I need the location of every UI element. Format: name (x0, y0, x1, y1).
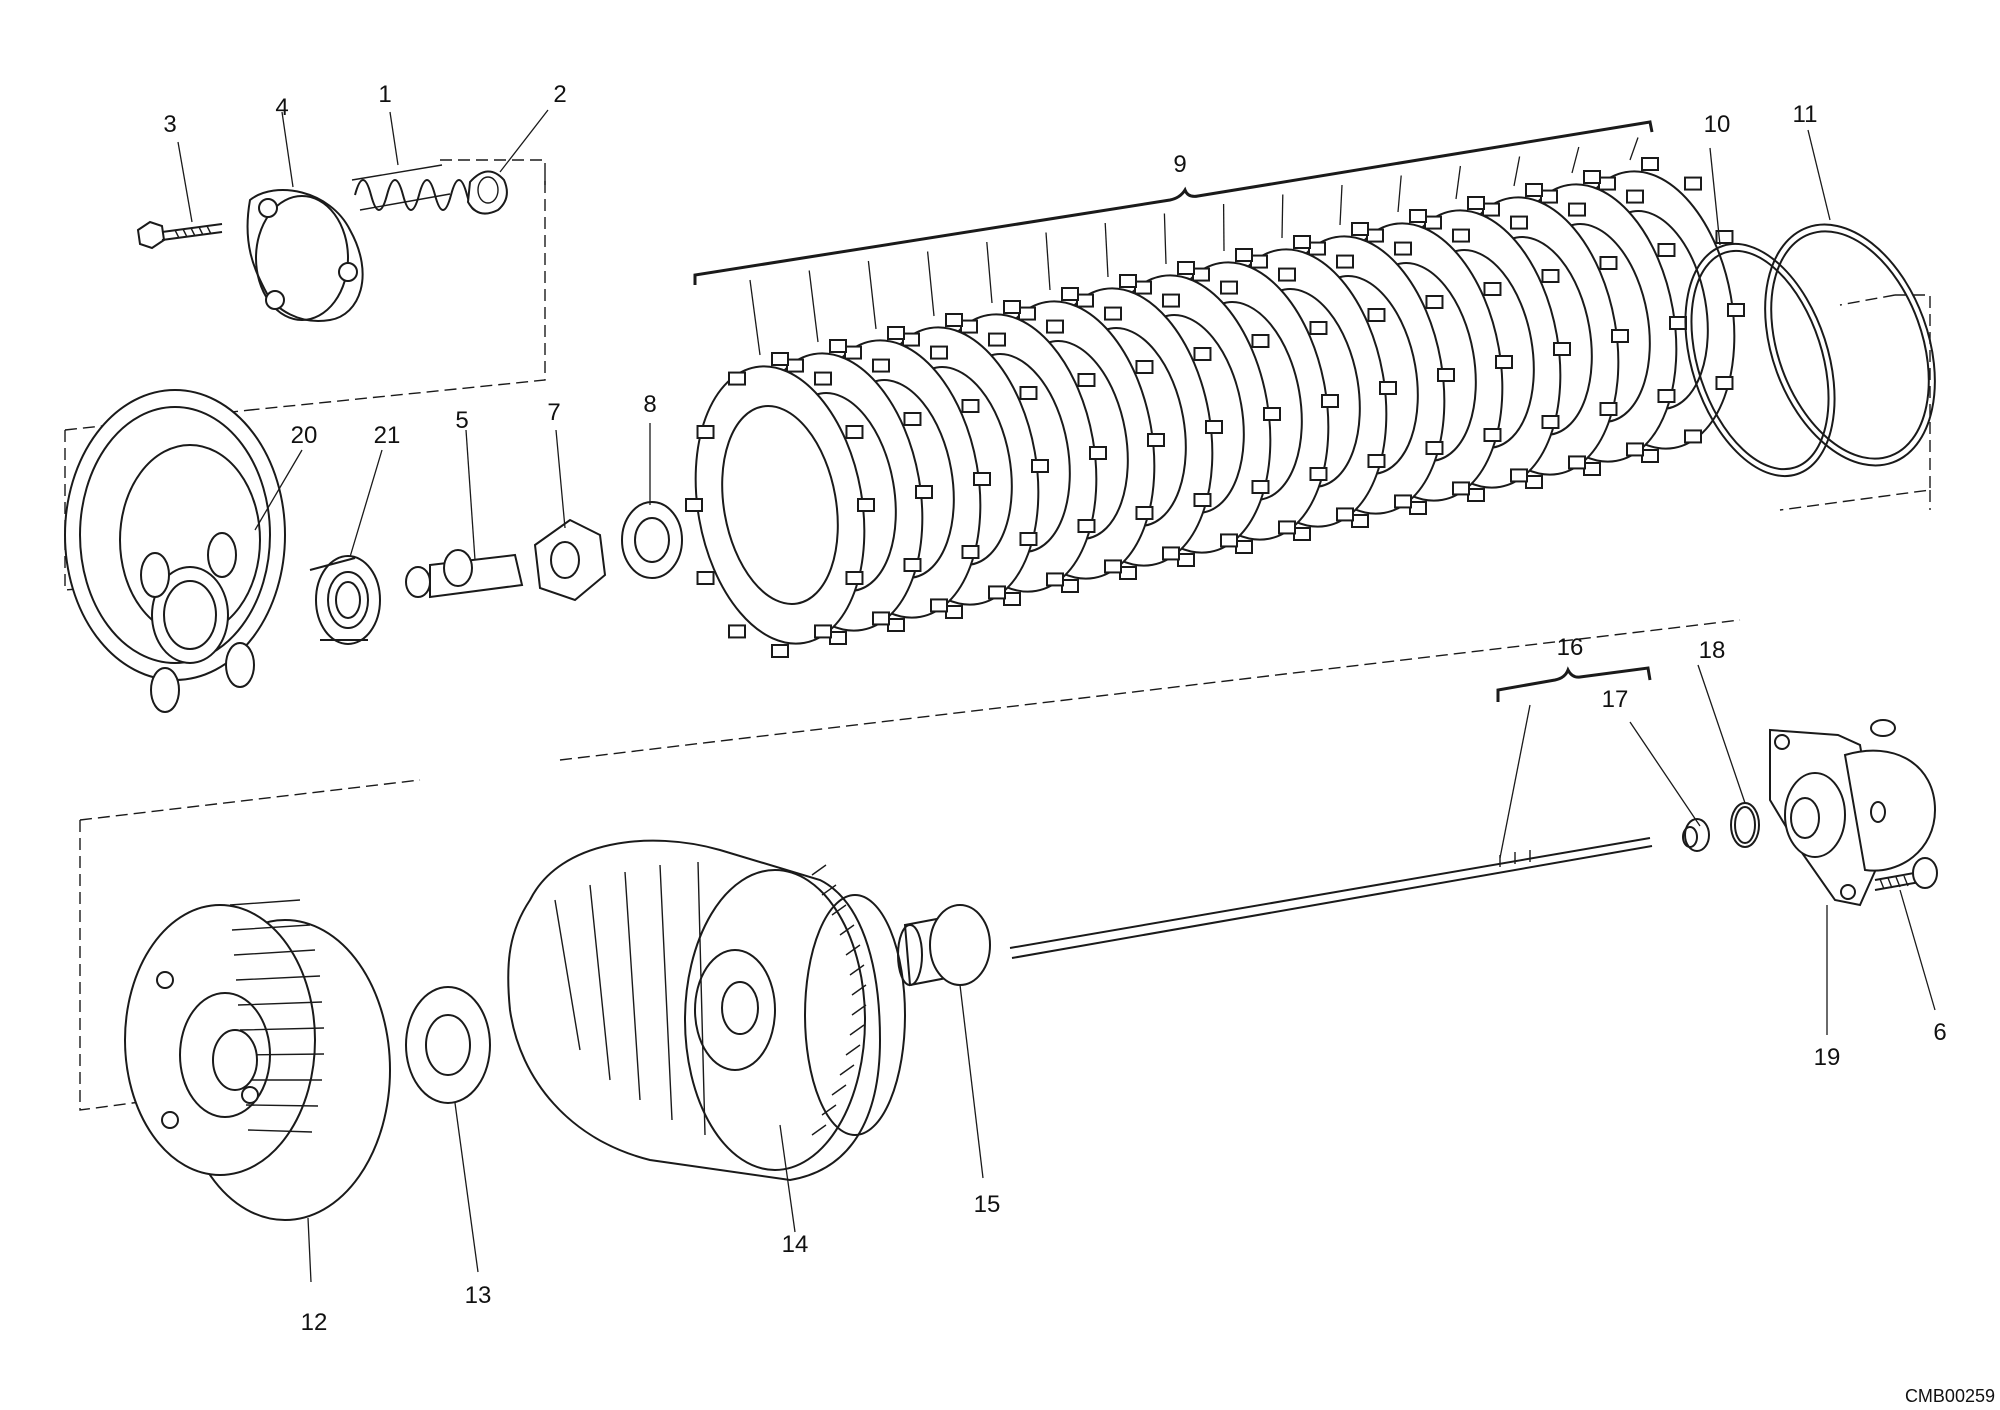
callout-12: 12 (301, 1309, 328, 1336)
callout-labels: 1 2 3 4 5 6 7 8 9 10 11 12 13 14 15 16 1… (163, 81, 1946, 1336)
callout-15: 15 (974, 1191, 1001, 1218)
callout-19: 19 (1814, 1044, 1841, 1071)
callout-3: 3 (163, 111, 176, 138)
seal-17 (1682, 818, 1710, 852)
bushing-15 (897, 904, 991, 987)
pin-5 (405, 549, 524, 599)
plate-leader-line (1104, 222, 1109, 278)
callout-7: 7 (547, 399, 560, 426)
callout-9: 9 (1173, 151, 1186, 178)
plate-leader-line (926, 251, 935, 317)
leader-lines (177, 109, 1936, 1283)
plate-leader-line (749, 279, 761, 356)
callout-2: 2 (553, 81, 566, 108)
nut-7 (533, 518, 607, 602)
slave-cylinder-19 (1769, 719, 1937, 907)
diagram-code: CMB00259 (1905, 1386, 1995, 1406)
plate-leader-line (986, 241, 993, 304)
plate-leader-line (1045, 232, 1051, 291)
plate-leader-line (1571, 146, 1580, 174)
callout-8: 8 (643, 391, 656, 418)
plate-leader-line (867, 260, 877, 330)
clutch-plate-pack-9 (685, 137, 1745, 658)
pressure-plate-20 (64, 389, 286, 713)
callout-6: 6 (1933, 1019, 1946, 1046)
bolt-6 (1874, 857, 1938, 891)
ring-11 (1764, 223, 1936, 467)
brace-9 (693, 120, 1654, 285)
plate-leader-line (1281, 194, 1284, 239)
plate-leader-line (1339, 184, 1343, 226)
plate-leader-line (808, 270, 819, 343)
callout-20: 20 (291, 422, 318, 449)
callout-21: 21 (374, 422, 401, 449)
callout-17: 17 (1602, 686, 1629, 713)
clutch-plate (685, 352, 875, 658)
callout-4: 4 (275, 94, 288, 121)
bearing-21 (309, 555, 381, 645)
plate-leader-line (1629, 137, 1639, 161)
callout-5: 5 (455, 407, 468, 434)
ring-10 (1684, 242, 1836, 478)
callout-11: 11 (1793, 101, 1818, 128)
callout-10: 10 (1704, 111, 1731, 138)
plate-leader-line (1455, 165, 1462, 200)
thrust-washer-13 (405, 986, 491, 1104)
plate-leader-line (1163, 213, 1167, 265)
bolt-3 (136, 220, 223, 250)
spring-1 (351, 164, 484, 211)
callout-18: 18 (1699, 637, 1726, 664)
plate-leader-line (1513, 156, 1521, 187)
callout-16: 16 (1557, 634, 1584, 661)
callout-13: 13 (465, 1282, 492, 1309)
callout-14: 14 (782, 1231, 809, 1258)
cap-2 (466, 170, 508, 215)
clutch-basket-14 (507, 839, 906, 1182)
inner-hub-12 (124, 899, 391, 1221)
o-ring-18 (1730, 802, 1760, 848)
plate-4 (246, 189, 364, 322)
callout-1: 1 (378, 81, 391, 108)
plate-leader-line (1397, 175, 1402, 213)
washer-8 (621, 501, 683, 579)
push-rod-16 (1009, 837, 1653, 959)
brace-16 (1496, 666, 1652, 702)
